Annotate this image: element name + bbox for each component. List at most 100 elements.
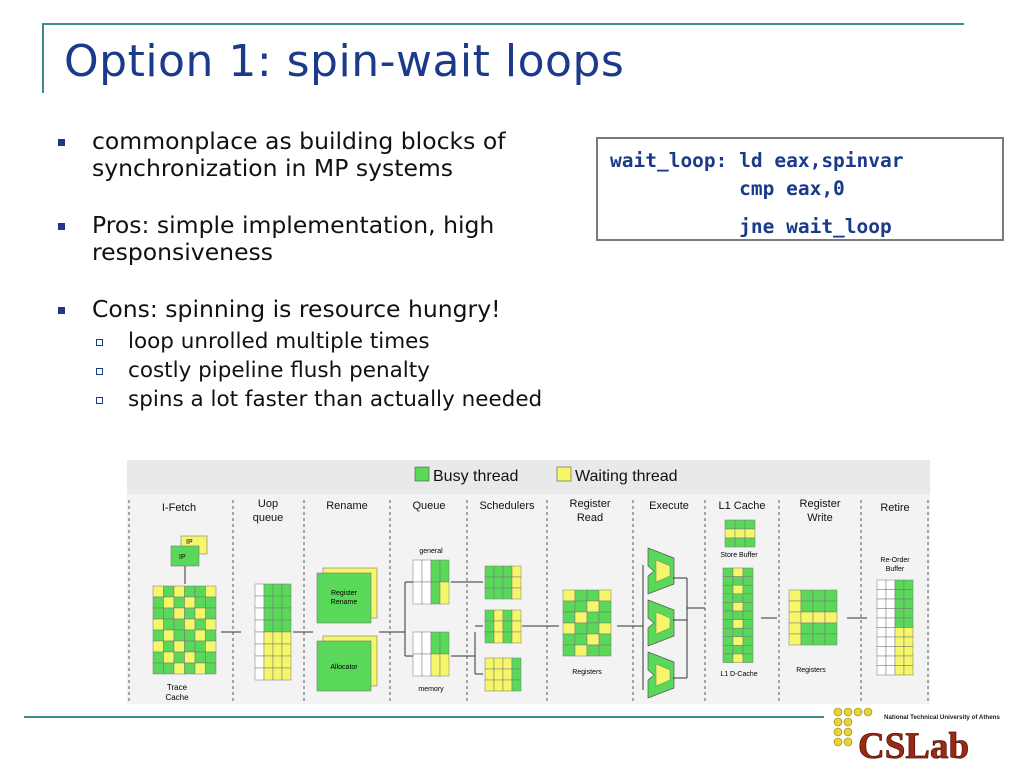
grid-cell — [493, 587, 504, 600]
grid-cell — [412, 559, 423, 583]
bullet-item: commonplace as building blocks of synchr… — [58, 128, 618, 182]
grid-cell — [511, 668, 522, 681]
grid-cell — [281, 595, 292, 609]
grid-cell — [894, 589, 905, 600]
grid-cell — [430, 581, 441, 605]
grid-cell — [430, 653, 441, 677]
grid-cell — [281, 667, 292, 681]
grid-cell — [742, 602, 754, 612]
grid-cell — [885, 589, 896, 600]
title-rule-left — [42, 23, 44, 93]
legend-waiting: Waiting thread — [575, 468, 678, 485]
grid-cell — [724, 528, 736, 539]
stage-rename: Rename — [326, 500, 368, 512]
grid-cell — [824, 600, 838, 613]
grid-cell — [493, 668, 504, 681]
allocator-label: Allocator — [330, 664, 358, 671]
ip-label: IP — [186, 539, 193, 546]
ip-label: IP — [179, 554, 186, 561]
logo-dot — [843, 727, 853, 737]
logo-dot — [853, 707, 863, 717]
grid-cell — [824, 633, 838, 646]
l1-dcache-label: L1 D-Cache — [720, 671, 757, 678]
grid-cell — [885, 579, 896, 590]
grid-cell — [788, 600, 802, 613]
grid-cell — [742, 653, 754, 663]
title-rule-top — [42, 23, 964, 25]
grid-cell — [263, 655, 274, 669]
rename-box-busy — [316, 572, 372, 624]
grid-cell — [598, 644, 612, 657]
grid-cell — [742, 627, 754, 638]
grid-cell — [194, 640, 206, 653]
grid-cell — [586, 611, 600, 624]
grid-cell — [586, 622, 600, 635]
grid-cell — [263, 583, 274, 597]
grid-cell — [173, 640, 185, 653]
logo-dot — [833, 717, 843, 727]
grid-cell — [502, 668, 513, 681]
grid-cell — [184, 651, 196, 664]
grid-cell — [586, 600, 600, 613]
grid-cell — [194, 629, 206, 642]
registers-label: Registers — [796, 667, 826, 674]
grid-cell — [163, 640, 175, 653]
grid-cell — [254, 643, 265, 657]
grid-cell — [439, 559, 450, 583]
grid-cell — [484, 631, 495, 644]
code-box: wait_loop: ld eax,spinvar cmp eax,0 jne … — [596, 137, 1004, 241]
grid-cell — [812, 633, 826, 646]
grid-cell — [734, 519, 746, 530]
trace-cache-grid — [152, 585, 217, 675]
grid-cell — [511, 576, 522, 589]
grid-cell — [184, 596, 196, 609]
grid-cell — [430, 631, 441, 655]
grid-cell — [484, 609, 495, 622]
grid-cell — [421, 559, 432, 583]
grid-cell — [812, 600, 826, 613]
grid-cell — [574, 589, 588, 602]
grid-cell — [511, 587, 522, 600]
grid-cell — [742, 636, 754, 646]
grid-cell — [574, 600, 588, 613]
bullet-text: synchronization in MP systems — [92, 154, 454, 182]
grid-cell — [254, 595, 265, 609]
grid-cell — [788, 633, 802, 646]
grid-cell — [511, 657, 522, 670]
grid-cell — [184, 662, 196, 675]
grid-cell — [722, 584, 734, 595]
grid-cell — [903, 617, 914, 628]
grid-cell — [598, 622, 612, 635]
grid-cell — [484, 565, 495, 578]
grid-cell — [894, 617, 905, 628]
grid-cell — [163, 607, 175, 620]
grid-cell — [562, 644, 576, 657]
grid-cell — [263, 607, 274, 621]
grid-cell — [894, 665, 905, 676]
stage-queue: Queue — [412, 500, 445, 512]
grid-cell — [722, 610, 734, 620]
grid-cell — [163, 596, 175, 609]
queue-general-grid — [412, 559, 450, 605]
grid-cell — [885, 627, 896, 638]
stage-separators — [128, 500, 929, 702]
grid-cell — [184, 607, 196, 620]
grid-cell — [163, 651, 175, 664]
grid-cell — [562, 611, 576, 624]
grid-cell — [732, 576, 744, 586]
grid-cell — [205, 651, 217, 664]
waiting-swatch — [556, 466, 572, 482]
grid-cell — [511, 620, 522, 633]
execute-unit — [655, 611, 671, 635]
grid-cell — [484, 679, 495, 692]
code-line: wait_loop: ld eax,spinvar — [610, 149, 904, 172]
grid-cell — [484, 657, 495, 670]
grid-cell — [439, 581, 450, 605]
grid-cell — [152, 651, 164, 664]
grid-cell — [194, 618, 206, 631]
grid-cell — [163, 618, 175, 631]
stage-ifetch: I-Fetch — [162, 502, 196, 514]
grid-cell — [562, 633, 576, 646]
